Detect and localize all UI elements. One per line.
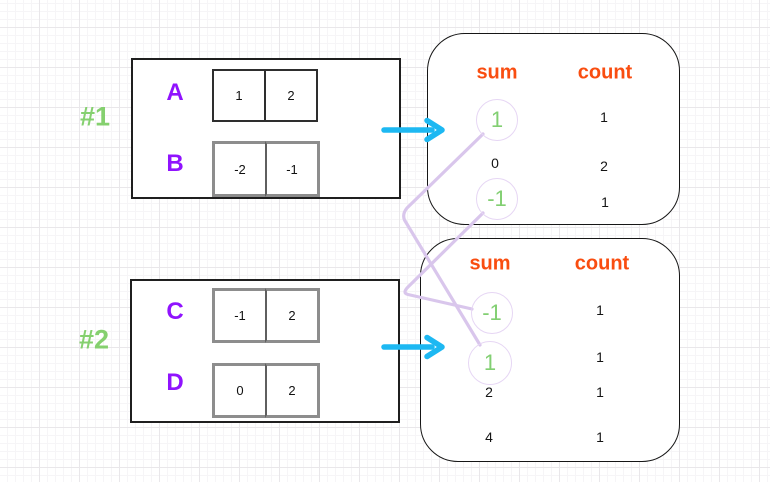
table-1-count-header: count: [577, 61, 633, 84]
table-2-row-3-count: 1: [596, 384, 604, 400]
array-c-cell-1: 2: [265, 288, 320, 343]
table-2-count-header: count: [574, 252, 630, 275]
sum-count-table-2: [420, 238, 680, 462]
table-1-row-2-sum: 0: [491, 155, 499, 171]
example-1-label: #1: [79, 101, 111, 132]
highlight-circle: [476, 99, 518, 141]
array-a-name: A: [166, 79, 184, 106]
array-c-name: C: [166, 298, 184, 325]
highlight-circle: [468, 341, 512, 385]
table-1-row-1-count: 1: [600, 109, 608, 125]
array-b-cells: -2 -1: [212, 141, 320, 197]
array-a-cells: 1 2: [212, 69, 318, 122]
table-2-row-2-count: 1: [596, 349, 604, 365]
table-2-row-3-sum: 2: [485, 384, 493, 400]
array-d-cell-1: 2: [265, 363, 320, 418]
array-b-name: B: [166, 150, 184, 177]
table-1-sum-header: sum: [476, 61, 518, 84]
array-b-cell-0: -2: [212, 141, 268, 197]
array-a-cell-0: 1: [212, 69, 266, 122]
example-2-label: #2: [78, 324, 110, 355]
table-1-row-2-count: 2: [600, 158, 608, 174]
table-2-sum-header: sum: [469, 252, 511, 275]
table-2-row-1-count: 1: [596, 302, 604, 318]
sum-count-table-1: [427, 33, 680, 225]
table-2-row-1-sum: -1: [482, 300, 502, 325]
array-d-cells: 0 2: [212, 363, 320, 418]
table-2-row-4-sum: 4: [485, 429, 493, 445]
table-1-row-1-sum: 1: [490, 107, 504, 132]
array-d-cell-0: 0: [212, 363, 268, 418]
array-b-cell-1: -1: [265, 141, 320, 197]
array-a-cell-1: 2: [265, 69, 318, 122]
array-c-cells: -1 2: [212, 288, 320, 343]
table-1-row-3-sum: -1: [487, 186, 507, 211]
table-1-row-3-count: 1: [601, 194, 609, 210]
array-d-name: D: [166, 369, 184, 396]
array-c-cell-0: -1: [212, 288, 268, 343]
table-2-row-4-count: 1: [596, 429, 604, 445]
table-2-row-2-sum: 1: [483, 350, 497, 375]
